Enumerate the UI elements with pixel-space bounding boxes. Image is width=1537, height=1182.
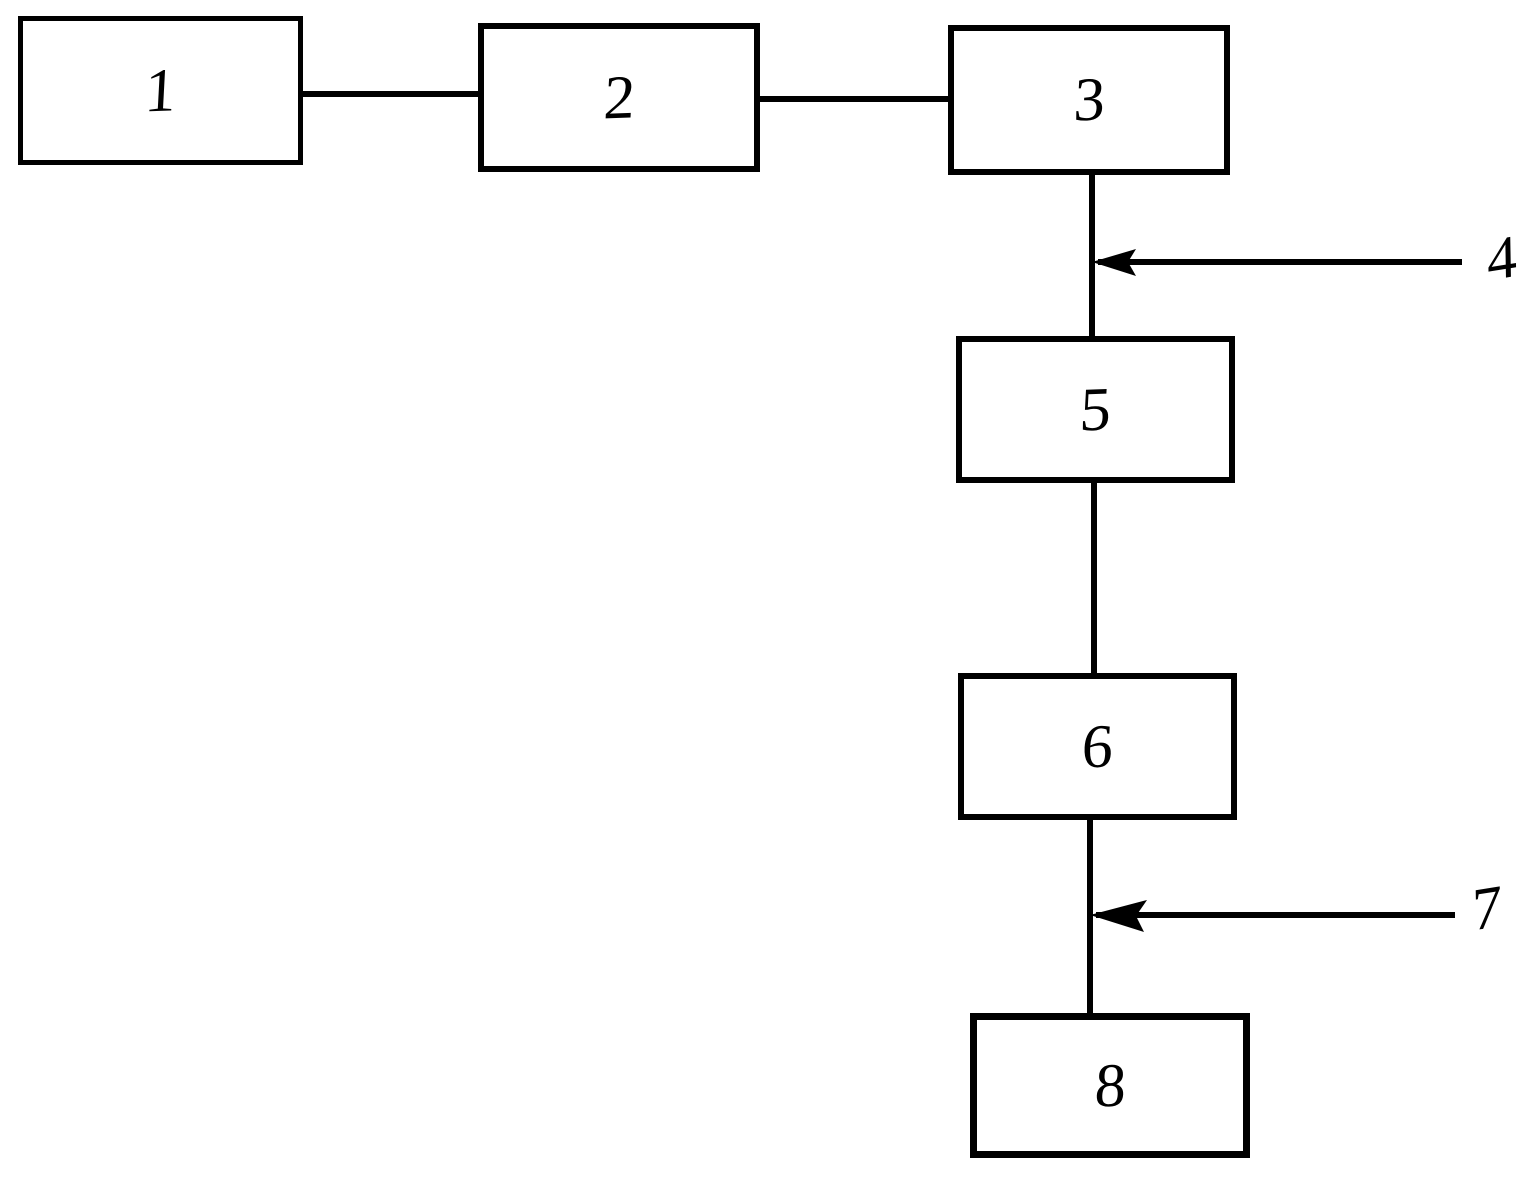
block-node-8-label: 8 [1092,1050,1128,1121]
callout-arrowhead-7 [1090,900,1147,932]
block-node-6-label: 6 [1080,711,1115,782]
block-node-6[interactable]: 6 [958,673,1237,820]
block-node-3[interactable]: 3 [948,25,1230,175]
block-node-1-label: 1 [143,55,178,126]
block-node-2[interactable]: 2 [478,23,760,172]
block-node-3-label: 3 [1071,65,1107,135]
block-node-2-label: 2 [601,62,637,133]
callout-label-7: 7 [1471,872,1503,944]
callout-label-4: 4 [1486,222,1518,294]
block-node-5[interactable]: 5 [956,336,1235,483]
block-node-5-label: 5 [1078,374,1113,445]
block-node-1[interactable]: 1 [18,16,303,165]
callout-arrowhead-4 [1092,249,1136,276]
block-node-8[interactable]: 8 [970,1013,1250,1158]
